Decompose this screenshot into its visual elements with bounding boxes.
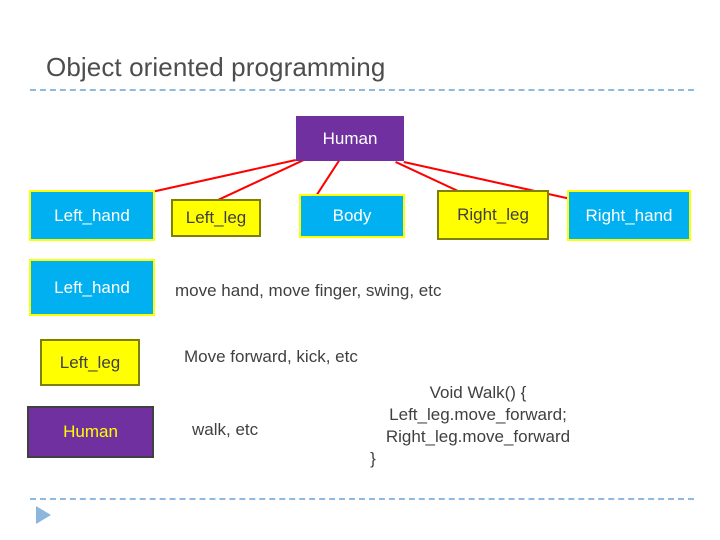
node-left-hand[interactable]: Left_hand [29, 190, 155, 241]
row-label-human[interactable]: Human [27, 406, 154, 458]
code-block: Void Walk() { Left_leg.move_forward; Rig… [313, 382, 643, 470]
node-right-leg-label: Right_leg [457, 205, 529, 225]
node-right-hand-label: Right_hand [585, 205, 673, 225]
node-left-leg-label: Left_leg [185, 208, 247, 228]
row-description-human: walk, etc [192, 420, 259, 439]
row-label-left-leg-text: Left_leg [59, 352, 121, 372]
footer-divider [30, 498, 694, 500]
node-human-root[interactable]: Human [296, 116, 404, 161]
row-label-left-hand[interactable]: Left_hand [29, 259, 155, 316]
connector-line-left-leg [210, 159, 304, 205]
node-left-leg[interactable]: Left_leg [171, 199, 261, 237]
code-line-1: Void Walk() { [429, 383, 527, 402]
code-line-3: Right_leg.move_forward [385, 427, 571, 447]
node-body[interactable]: Body [299, 194, 405, 238]
node-left-hand-label: Left_hand [54, 205, 130, 225]
code-line-2: Left_leg.move_forward; [389, 405, 567, 425]
page-title: Object oriented programming [46, 52, 386, 82]
row-label-left-leg[interactable]: Left_leg [40, 339, 140, 386]
row-label-left-hand-text: Left_hand [54, 277, 130, 297]
node-body-label: Body [332, 206, 372, 226]
next-arrow-icon[interactable] [36, 506, 51, 524]
row-label-human-text: Human [63, 422, 118, 442]
title-divider [30, 89, 694, 91]
row-description-left-hand: move hand, move finger, swing, etc [175, 281, 442, 300]
node-right-leg[interactable]: Right_leg [437, 190, 549, 240]
node-human-root-label: Human [322, 128, 378, 148]
row-description-left-leg: Move forward, kick, etc [184, 347, 358, 366]
node-right-hand[interactable]: Right_hand [567, 190, 691, 241]
code-line-4: } [370, 449, 376, 469]
